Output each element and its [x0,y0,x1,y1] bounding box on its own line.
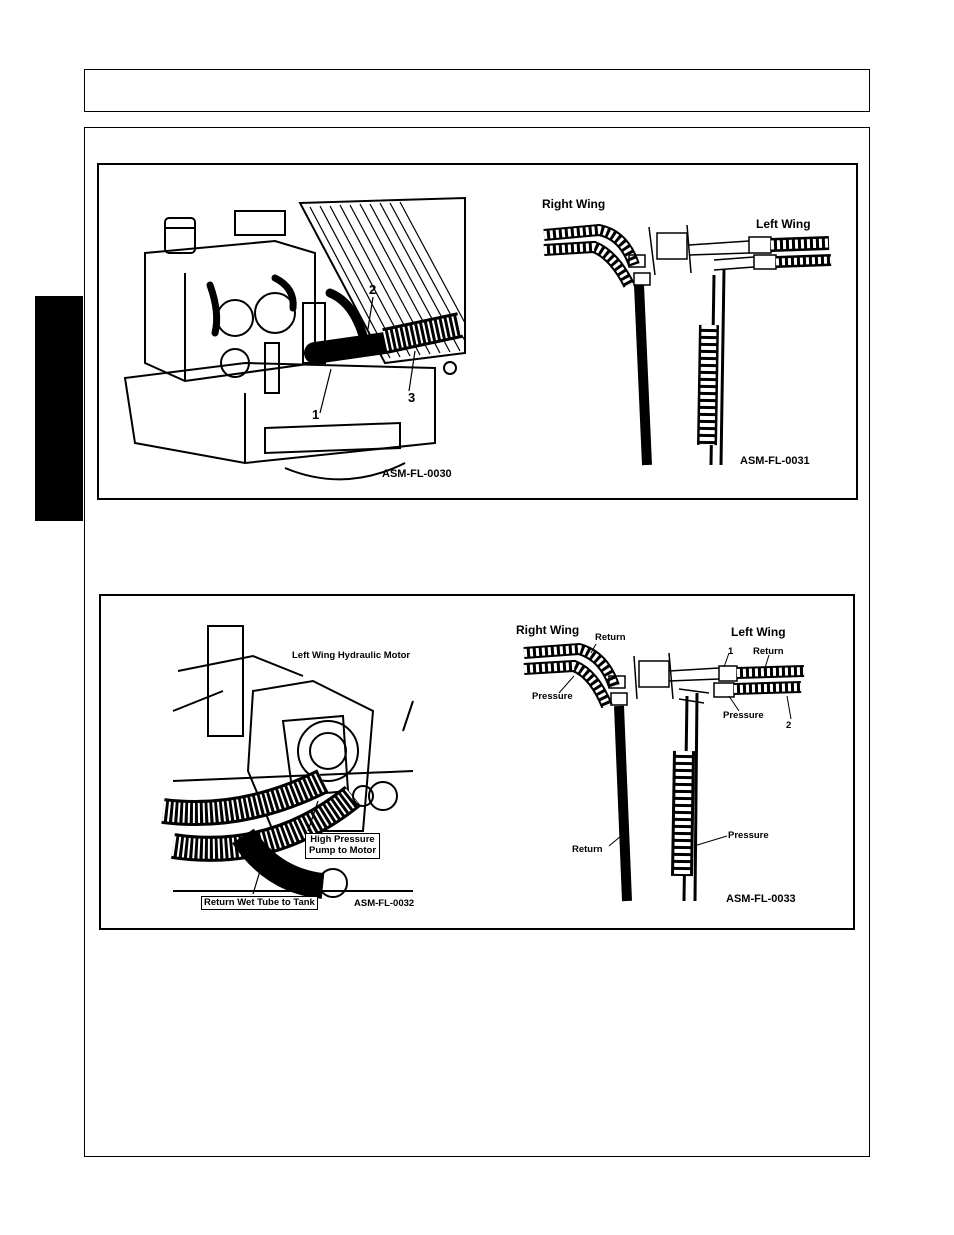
header-box [84,69,870,112]
content-frame [84,127,870,1157]
return-right-label: Return [753,646,784,657]
left-wing-label: Left Wing [756,217,811,231]
right-wing-label-2: Right Wing [516,623,580,637]
high-pressure-callout: High Pressure Pump to Motor [305,833,381,859]
high-pressure-line-2: Pump to Motor [309,844,377,856]
callout-2-fig2: 2 [786,720,792,731]
motor-label: Left Wing Hydraulic Motor [292,650,411,661]
callout-1-fig2: 1 [728,646,734,657]
high-pressure-line-1: High Pressure [310,834,375,845]
pressure-bottom-label: Pressure [728,830,769,841]
image-code-0033: ASM-FL-0033 [726,893,796,905]
image-code-0032: ASM-FL-0032 [354,898,415,909]
pressure-left-label: Pressure [532,691,573,702]
section-tab [35,296,83,521]
return-tube-callout: Return Wet Tube to Tank [201,896,318,910]
return-top-label: Return [595,632,626,643]
callout-3: 3 [408,390,416,405]
right-wing-label: Right Wing [542,197,606,211]
pressure-right-label: Pressure [723,710,764,721]
left-wing-label-2: Left Wing [731,625,786,639]
figure-panel-1: 1 2 3 ASM-FL-0030 [97,163,858,500]
image-code-0030: ASM-FL-0030 [382,468,452,480]
callout-2: 2 [369,282,377,297]
tank-pump-illustration [123,196,466,481]
return-bottom-label: Return [572,844,603,855]
wing-motor-illustration [161,625,414,899]
hose-routing-illustration-2 [523,642,805,902]
hose-routing-illustration-1 [543,223,832,466]
figure-panel-2: Left Wing Hydraulic Motor High Pressure … [99,594,855,930]
callout-1: 1 [312,407,320,422]
image-code-0031: ASM-FL-0031 [740,455,810,467]
